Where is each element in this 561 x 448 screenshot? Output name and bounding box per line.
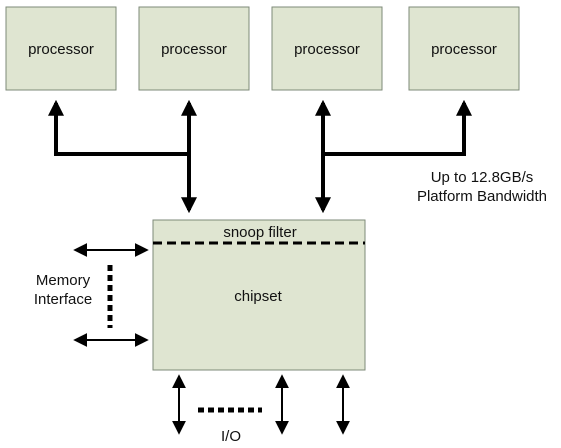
memory-interface: Memory Interface bbox=[34, 243, 149, 347]
memory-label-line-1: Memory bbox=[36, 272, 91, 289]
processor-4: processor bbox=[408, 6, 520, 91]
processor-2-label: processor bbox=[161, 41, 227, 58]
chipset-label: chipset bbox=[234, 288, 282, 305]
processor-2: processor bbox=[138, 6, 250, 91]
io-label: I/O bbox=[221, 428, 241, 445]
processor-1-label: processor bbox=[28, 41, 94, 58]
right-bus bbox=[315, 99, 472, 214]
bandwidth-line-1: Up to 12.8GB/s bbox=[431, 169, 534, 186]
processor-3: processor bbox=[271, 6, 383, 91]
snoop-filter-label: snoop filter bbox=[223, 224, 296, 241]
processor-4-label: processor bbox=[431, 41, 497, 58]
bandwidth-line-2: Platform Bandwidth bbox=[417, 188, 547, 205]
processor-1: processor bbox=[5, 6, 117, 91]
memory-label-line-2: Interface bbox=[34, 291, 92, 308]
processor-3-label: processor bbox=[294, 41, 360, 58]
left-bus bbox=[48, 99, 197, 214]
io-interface: I/O bbox=[172, 374, 350, 445]
chipset: snoop filter chipset bbox=[152, 219, 366, 371]
